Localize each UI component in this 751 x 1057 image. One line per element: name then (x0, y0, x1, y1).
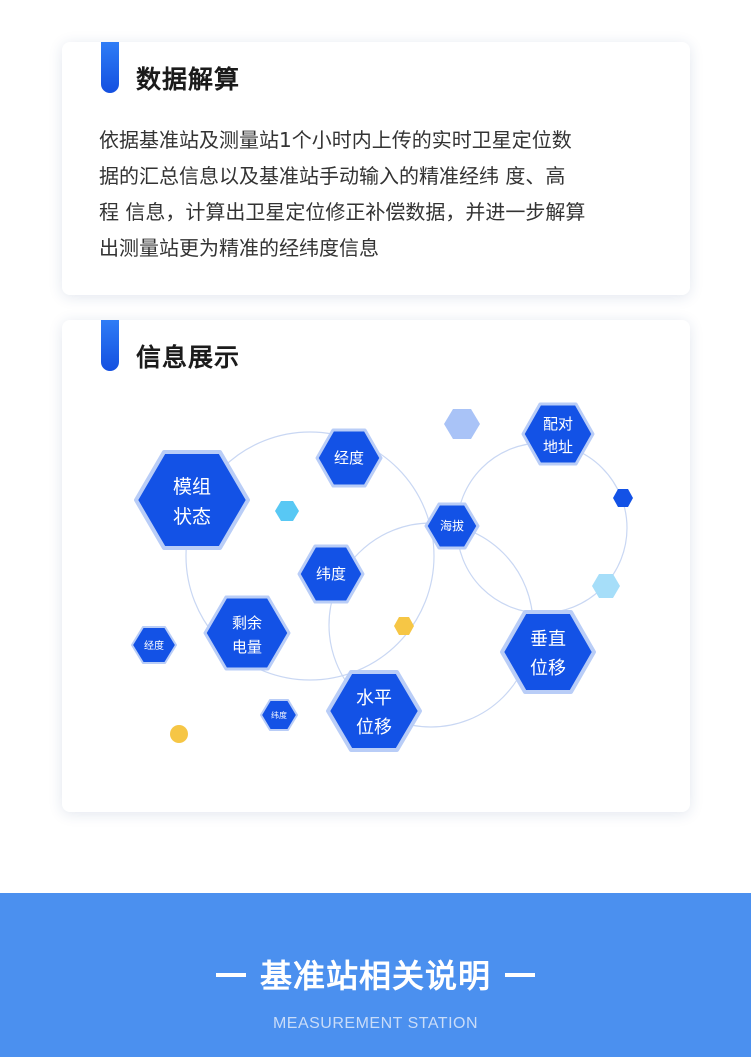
title-dash-left (215, 973, 246, 977)
hexagon-label: 位移 (530, 658, 566, 679)
latitude-small-hexagon: 纬度 (260, 699, 298, 731)
horizontal-shift-hexagon: 水平 位移 (326, 670, 422, 752)
info-display-card: 信息展示 模组 状态 经度 配对 地址 (62, 320, 690, 812)
decor-hexagon (275, 501, 299, 521)
section-accent-bar (101, 320, 119, 371)
decor-hexagon (592, 574, 620, 598)
footer-subtitle: MEASUREMENT STATION (272, 1015, 479, 1032)
footer-title-text: 基准站相关说明 (259, 957, 491, 995)
section-title: 信息展示 (136, 343, 241, 372)
info-hexagon-diagram: 模组 状态 经度 配对 地址 海拔 纬度 剩余 电量 (131, 402, 633, 752)
longitude-hexagon: 经度 (315, 428, 383, 488)
hexagon-label: 位移 (356, 717, 392, 738)
hexagon-label: 纬度 (316, 565, 346, 583)
hexagon-label: 纬度 (271, 710, 287, 720)
vertical-shift-hexagon: 垂直 位移 (500, 610, 596, 694)
section-accent-bar (101, 42, 119, 93)
pair-address-hexagon: 配对 地址 (521, 402, 595, 466)
hexagon-label: 海拔 (440, 518, 464, 533)
section-description: 依据基准站及测量站1个小时内上传的实时卫星定位数 据的汇总信息以及基准站手动输入… (99, 122, 659, 266)
title-dash-right (505, 973, 535, 977)
hexagon-label: 经度 (144, 639, 164, 652)
description-line: 据的汇总信息以及基准站手动输入的精准经纬 度、高 (99, 164, 566, 188)
description-line: 依据基准站及测量站1个小时内上传的实时卫星定位数 (99, 128, 572, 152)
hexagon-label: 状态 (173, 506, 211, 528)
altitude-hexagon: 海拔 (424, 502, 480, 550)
decor-hexagon (613, 489, 633, 507)
decor-hexagon (394, 617, 414, 635)
hexagon-label: 电量 (232, 638, 262, 656)
data-calculation-card: 数据解算 依据基准站及测量站1个小时内上传的实时卫星定位数 据的汇总信息以及基准… (62, 42, 690, 295)
longitude-small-hexagon: 经度 (131, 626, 177, 664)
hexagon-label: 配对 (543, 415, 573, 433)
ring (185, 431, 435, 681)
footer-heading: 基准站相关说明 (0, 951, 751, 997)
hexagon-label: 水平 (356, 688, 392, 709)
decor-dot (170, 725, 188, 743)
section-title: 数据解算 (136, 65, 241, 94)
description-line: 程 信息，计算出卫星定位修正补偿数据，并进一步解算 (99, 200, 586, 224)
hexagon-label: 剩余 (232, 614, 262, 632)
footer-banner: 基准站相关说明 MEASUREMENT STATION (0, 893, 751, 1057)
hexagon-label: 地址 (543, 438, 573, 456)
hexagon-label: 垂直 (530, 629, 566, 650)
battery-hexagon: 剩余 电量 (203, 595, 291, 671)
decor-hexagon (444, 409, 480, 439)
description-line: 出测量站更为精准的经纬度信息 (99, 236, 379, 260)
latitude-hexagon: 纬度 (297, 544, 365, 604)
module-status-hexagon: 模组 状态 (134, 450, 250, 550)
hexagon-label: 经度 (334, 449, 364, 467)
hexagon-label: 模组 (173, 476, 211, 498)
